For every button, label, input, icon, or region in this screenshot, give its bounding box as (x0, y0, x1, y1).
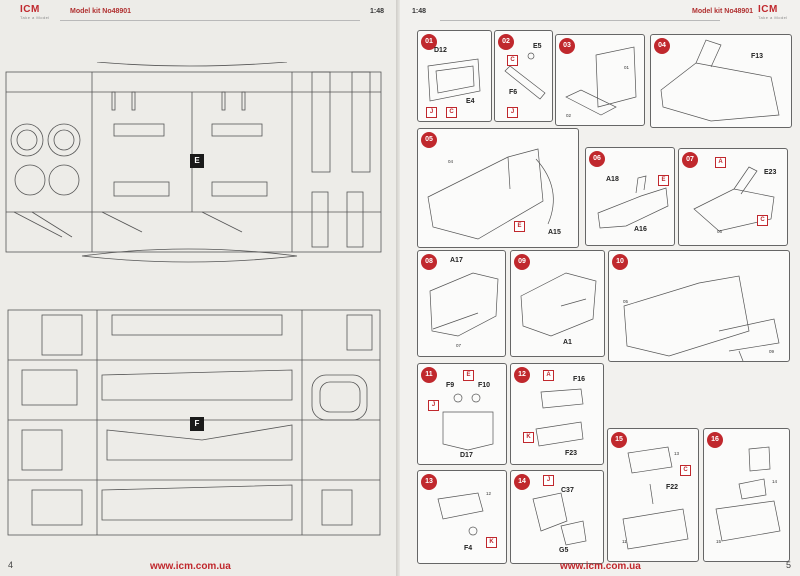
step-number: 10 (612, 254, 628, 270)
scale-label: 1:48 (370, 8, 385, 15)
step-number: 05 (421, 132, 437, 148)
color-code-box: A (543, 370, 554, 381)
sprue-f-badge: F (190, 417, 204, 431)
color-code-box: J (507, 107, 518, 118)
step-number: 06 (589, 151, 605, 167)
step-13-panel: 13 12 F4 K (417, 470, 507, 564)
step-number: 11 (421, 367, 437, 383)
step-03-panel: 03 01 02 (555, 34, 645, 126)
sprue-f-diagram: F (2, 300, 387, 540)
part-label: E4 (466, 98, 475, 105)
part-label: D12 (434, 47, 447, 54)
step-ref: 04 (448, 159, 454, 164)
step-number: 09 (514, 254, 530, 270)
part-label: A18 (606, 176, 619, 183)
step-number: 03 (559, 38, 575, 54)
step-ref: 02 (566, 113, 572, 118)
part-label: C37 (561, 487, 574, 494)
part-label: E5 (533, 43, 542, 50)
step-ref: 12 (486, 491, 492, 496)
step-number: 07 (682, 152, 698, 168)
part-label: F9 (446, 382, 455, 389)
step-number: 14 (514, 474, 530, 490)
website-link-left[interactable]: www.icm.com.ua (150, 561, 231, 572)
color-code-box: E (514, 221, 525, 232)
part-label: F6 (509, 89, 518, 96)
color-code-box: C (446, 107, 457, 118)
step-number: 04 (654, 38, 670, 54)
step-ref: 14 (772, 479, 778, 484)
color-code-box: A (715, 157, 726, 168)
step-10-panel: 10 05 09 (608, 250, 790, 362)
step-15-panel: 15 13 F22 C 11 (607, 428, 699, 562)
part-label: D17 (460, 452, 473, 459)
page-number-right: 5 (786, 560, 792, 570)
step-08-panel: 08 A17 07 (417, 250, 506, 357)
sprue-e-badge: E (190, 154, 204, 168)
part-label: A17 (450, 257, 463, 264)
header-rule (60, 20, 360, 21)
step-ref: 05 (623, 299, 629, 304)
header-rule (440, 20, 720, 21)
color-code-box: E (658, 175, 669, 186)
part-label: A1 (563, 339, 572, 346)
part-label: F22 (666, 484, 679, 491)
color-code-box: C (507, 55, 518, 66)
step-ref: 13 (674, 451, 680, 456)
color-code-box: C (680, 465, 691, 476)
kit-label: Model kit No48901 (692, 8, 754, 15)
step-number: 08 (421, 254, 437, 270)
part-label: F10 (478, 382, 491, 389)
step-ref: 01 (624, 65, 630, 70)
step-11-panel: 11 F9 F10 D17 E J (417, 363, 507, 465)
part-label: E23 (764, 169, 777, 176)
step-ref: 15 (716, 539, 722, 544)
step-06-panel: 06 A18 A16 E (585, 147, 675, 246)
step-ref: 09 (769, 349, 775, 354)
step-ref: 11 (622, 539, 627, 544)
step-02-panel: 02 E5 F6 C J (494, 30, 553, 122)
step-01-panel: 01 D12 E4 J C (417, 30, 492, 122)
step-05-panel: 05 04 A15 E (417, 128, 579, 248)
color-code-box: K (486, 537, 497, 548)
step-ref: 06 (717, 229, 723, 234)
color-code-box: J (426, 107, 437, 118)
step-number: 13 (421, 474, 437, 490)
part-label: F4 (464, 545, 473, 552)
step-number: 01 (421, 34, 437, 50)
step-09-panel: 09 A1 (510, 250, 605, 357)
color-code-box: E (463, 370, 474, 381)
sprue-e-diagram: E (2, 62, 387, 272)
color-code-box: K (523, 432, 534, 443)
scale-label: 1:48 (412, 8, 427, 15)
step-14-panel: 14 C37 G5 J (510, 470, 604, 564)
part-label: G5 (559, 547, 569, 554)
page-number-left: 4 (8, 560, 14, 570)
part-label: F23 (565, 450, 578, 457)
kit-label: Model kit No48901 (70, 8, 132, 15)
step-number: 15 (611, 432, 627, 448)
step-number: 16 (707, 432, 723, 448)
part-label: A15 (548, 229, 561, 236)
part-label: F13 (751, 53, 764, 60)
part-label: F16 (573, 376, 586, 383)
website-link-right[interactable]: www.icm.com.ua (560, 561, 641, 572)
step-12-panel: 12 F16 F23 A K (510, 363, 604, 465)
color-code-box: J (428, 400, 439, 411)
color-code-box: J (543, 475, 554, 486)
step-number: 02 (498, 34, 514, 50)
step-07-panel: 07 E23 06 A C (678, 148, 788, 246)
step-ref: 07 (456, 343, 462, 348)
step-number: 12 (514, 367, 530, 383)
step-04-panel: 04 F13 (650, 34, 792, 128)
color-code-box: C (757, 215, 768, 226)
part-label: A16 (634, 226, 647, 233)
step-16-panel: 16 14 15 (703, 428, 790, 562)
